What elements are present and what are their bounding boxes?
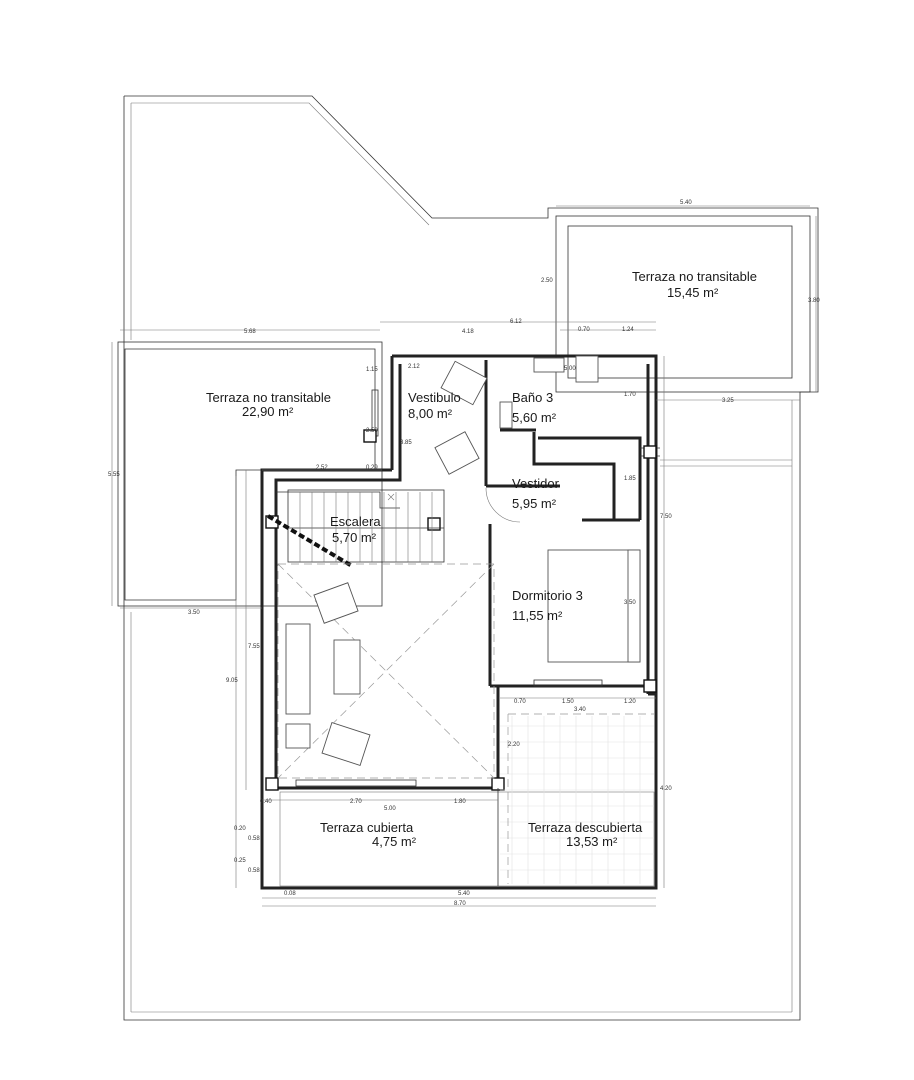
room-name-dormitorio3: Dormitorio 3: [512, 588, 583, 603]
dim-label: 0.70: [514, 699, 526, 705]
void-area: [277, 563, 495, 779]
room-name-terraza-descubierta: Terraza descubierta: [528, 820, 643, 835]
dimension-labels: 5.40 2.50 3.80 5.68 4.18 6.12 0.70 1.24 …: [108, 200, 820, 907]
dim-label: 0.29: [366, 465, 378, 471]
room-name-escalera: Escalera: [330, 514, 381, 529]
dim-label: 0.58: [248, 868, 260, 874]
room-name-vestidor: Vestidor: [512, 476, 560, 491]
building-walls: [260, 354, 658, 890]
dim-label: 6.12: [510, 319, 522, 325]
dim-label: 1.80: [454, 799, 466, 805]
dimension-lines: [111, 205, 817, 907]
dim-label: 0.25: [234, 858, 246, 864]
dim-label: 3.40: [574, 707, 586, 713]
room-area-terraza-nt-1: 15,45 m²: [667, 285, 719, 300]
dim-label: 3.50: [188, 610, 200, 616]
dim-label: 9.05: [226, 678, 238, 684]
dim-label: 7.55: [248, 644, 260, 650]
dim-label: 0.40: [260, 799, 272, 805]
terrace-tiles: [279, 713, 655, 887]
dim-label: 0.70: [578, 327, 590, 333]
dim-label: 1.50: [562, 699, 574, 705]
room-area-terraza-descubierta: 13,53 m²: [566, 834, 618, 849]
dim-label: 1.85: [624, 476, 636, 482]
room-area-terraza-nt-2: 22,90 m²: [242, 404, 294, 419]
room-area-dormitorio3: 11,55 m²: [512, 608, 563, 623]
dim-label: 1.15: [366, 367, 378, 373]
structural-columns: [265, 429, 657, 791]
dim-label: 5.40: [680, 200, 692, 206]
dim-label: 2.20: [508, 742, 520, 748]
room-area-bano3: 5,60 m²: [512, 410, 557, 425]
room-area-escalera: 5,70 m²: [332, 530, 377, 545]
room-area-vestidor: 5,95 m²: [512, 496, 557, 511]
dim-label: 2.70: [350, 799, 362, 805]
dim-label: 7.50: [660, 514, 672, 520]
room-name-bano3: Baño 3: [512, 390, 553, 405]
room-name-terraza-nt-1: Terraza no transitable: [632, 269, 757, 284]
room-name-vestibulo: Vestibulo: [408, 390, 461, 405]
dim-label: 5.00: [564, 366, 576, 372]
dim-label: 1.70: [624, 392, 636, 398]
dim-label: 3.80: [808, 298, 820, 304]
dim-label: 0.58: [248, 836, 260, 842]
dim-label: 2.50: [366, 428, 378, 434]
dim-label: 3.25: [722, 398, 734, 404]
dim-label: 5.68: [244, 329, 256, 335]
room-labels: Terraza no transitable 15,45 m² Terraza …: [206, 269, 757, 849]
room-area-vestibulo: 8,00 m²: [408, 406, 453, 421]
dim-label: 8.70: [454, 901, 466, 907]
dim-label: 5.55: [108, 472, 120, 478]
site-outline: [123, 95, 819, 1021]
dim-label: 3.50: [624, 600, 636, 606]
dim-label: 2.12: [408, 364, 420, 370]
dim-label: 5.00: [384, 806, 396, 812]
terrace-nt-top-right: [555, 215, 811, 393]
dim-label: 1.20: [624, 699, 636, 705]
dim-label: 4.20: [660, 786, 672, 792]
dim-label: 5.40: [458, 891, 470, 897]
terrace-nt-left: [117, 341, 383, 607]
dim-label: 2.52: [316, 465, 328, 471]
dim-label: 0.20: [234, 826, 246, 832]
dim-label: 3.85: [400, 440, 412, 446]
dim-label: 4.18: [462, 329, 474, 335]
dim-label: 2.50: [541, 278, 553, 284]
room-name-terraza-nt-2: Terraza no transitable: [206, 390, 331, 405]
dim-label: 0.08: [284, 891, 296, 897]
dim-label: 1.24: [622, 327, 634, 333]
room-area-terraza-cubierta: 4,75 m²: [372, 834, 417, 849]
staircase: [266, 489, 445, 568]
furniture: [285, 355, 641, 766]
room-name-terraza-cubierta: Terraza cubierta: [320, 820, 414, 835]
